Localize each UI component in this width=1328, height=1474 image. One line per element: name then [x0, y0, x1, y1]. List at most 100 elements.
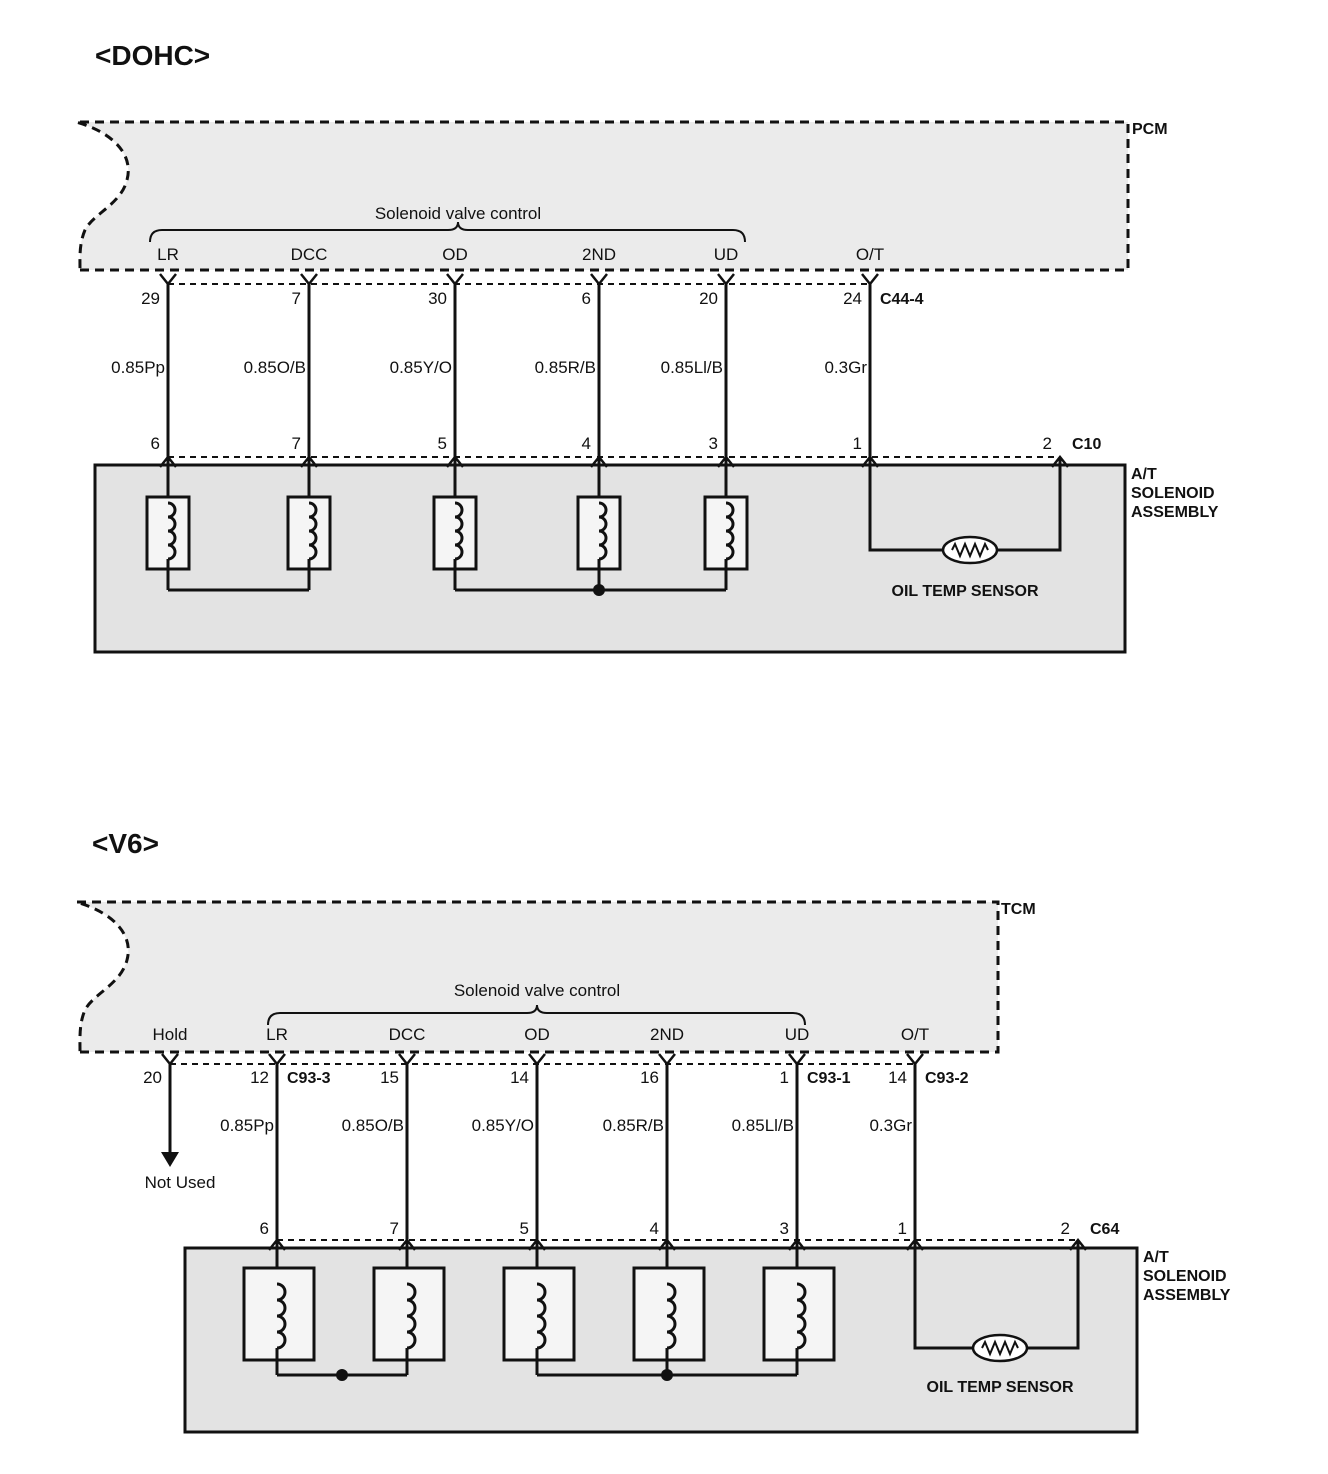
pin-name-label: LR: [266, 1025, 288, 1044]
module-pin-number: 7: [292, 289, 301, 308]
sensor-return-pin-number: 2: [1061, 1219, 1070, 1238]
connector-terminal-icon: [658, 1053, 676, 1067]
resistor-zigzag-icon: [951, 541, 989, 559]
connector-terminal-icon: [788, 1053, 806, 1067]
pin-name-label: DCC: [291, 245, 328, 264]
assembly-pin-number: 5: [520, 1219, 529, 1238]
solenoid-valve: [762, 1266, 836, 1362]
coil-icon: [796, 1282, 807, 1350]
assembly-pin-number: 7: [390, 1219, 399, 1238]
coil-icon: [666, 1282, 677, 1350]
solenoid-valve: [703, 495, 749, 571]
connector-terminal-icon: [861, 273, 879, 287]
oil-temp-sensor-label: OIL TEMP SENSOR: [927, 1379, 1074, 1396]
solenoid-assembly-label: A/T: [1131, 466, 1157, 483]
wire-color-code: 0.3Gr: [869, 1116, 912, 1135]
splice-dot: [336, 1369, 348, 1381]
pin-name-label: 2ND: [650, 1025, 684, 1044]
connector-terminal-icon: [528, 1053, 546, 1067]
wire-color-code: 0.85Y/O: [390, 358, 452, 377]
connector-terminal-icon: [590, 273, 608, 287]
assembly-pin-number: 7: [292, 434, 301, 453]
solenoid-valve: [286, 495, 332, 571]
pin-name-label: OD: [524, 1025, 550, 1044]
coil-icon: [725, 501, 735, 561]
pin-name-label: Hold: [153, 1025, 188, 1044]
pin-name-label: UD: [714, 245, 739, 264]
connector-id: C93-1: [807, 1070, 851, 1087]
wire-color-code: 0.85Pp: [111, 358, 165, 377]
module-pin-number: 30: [428, 289, 447, 308]
connector-terminal-icon: [446, 273, 464, 287]
wire-color-code: 0.85R/B: [603, 1116, 664, 1135]
solenoid-valve: [432, 495, 478, 571]
connector-terminal-icon: [159, 273, 177, 287]
pin-name-label: 2ND: [582, 245, 616, 264]
coil-icon: [406, 1282, 417, 1350]
solenoid-valve: [242, 1266, 316, 1362]
connector-terminal-icon: [906, 1053, 924, 1067]
wire-color-code: 0.85R/B: [535, 358, 596, 377]
module-pin-number: 14: [888, 1068, 907, 1087]
solenoid-valve: [372, 1266, 446, 1362]
circuit-od: OD 30 0.85Y/O 5: [390, 245, 478, 590]
wire-color-code: 0.3Gr: [824, 358, 867, 377]
solenoid-valve: [632, 1266, 706, 1362]
connector-terminal-icon: [1051, 454, 1069, 468]
solenoid-assembly-label: A/T: [1143, 1249, 1169, 1266]
sensor-return-pin-number: 2: [1043, 434, 1052, 453]
oil-temp-sensor-label: OIL TEMP SENSOR: [892, 583, 1039, 600]
coil-icon: [276, 1282, 287, 1350]
connector-terminal-icon: [300, 273, 318, 287]
assembly-connector-id: C64: [1090, 1221, 1119, 1238]
assembly-pin-number: 5: [438, 434, 447, 453]
diagram-title: <DOHC>: [95, 40, 210, 71]
assembly-pin-number: 3: [780, 1219, 789, 1238]
wire-color-code: 0.85O/B: [244, 358, 306, 377]
module-pin-number: 15: [380, 1068, 399, 1087]
solenoid-assembly-label: ASSEMBLY: [1143, 1287, 1231, 1304]
solenoid-group-brace: [149, 221, 746, 243]
pin-name-label: OD: [442, 245, 468, 264]
thermistor-icon: [941, 535, 999, 565]
circuit-dcc: DCC 7 0.85O/B 7: [244, 245, 332, 590]
module-pin-number: 20: [143, 1068, 162, 1087]
module-pin-number: 16: [640, 1068, 659, 1087]
pin-name-label: LR: [157, 245, 179, 264]
connector-id: C93-2: [925, 1070, 969, 1087]
solenoid-assembly-label: ASSEMBLY: [1131, 504, 1219, 521]
control-module-label: PCM: [1132, 121, 1168, 138]
not-used-label: Not Used: [145, 1173, 216, 1192]
connector-id: C93-3: [287, 1070, 331, 1087]
module-pin-number: 1: [780, 1068, 789, 1087]
control-module-label: TCM: [1001, 901, 1036, 918]
connector-terminal-icon: [717, 273, 735, 287]
connector-terminal-icon: [1069, 1237, 1087, 1251]
coil-icon: [308, 501, 318, 561]
coil-icon: [167, 501, 177, 561]
assembly-pin-number: 3: [709, 434, 718, 453]
wire-color-code: 0.85Ll/B: [732, 1116, 794, 1135]
connector-terminal-icon: [268, 1053, 286, 1067]
connector-terminal-icon: [398, 1053, 416, 1067]
pin-name-label: O/T: [856, 245, 884, 264]
wire-color-code: 0.85Pp: [220, 1116, 274, 1135]
arrow-down-icon: [161, 1152, 179, 1167]
module-pin-number: 24: [843, 289, 862, 308]
diagram-title: <V6>: [92, 828, 159, 859]
coil-icon: [454, 501, 464, 561]
solenoid-group-label: Solenoid valve control: [375, 204, 541, 223]
wire-color-code: 0.85O/B: [342, 1116, 404, 1135]
